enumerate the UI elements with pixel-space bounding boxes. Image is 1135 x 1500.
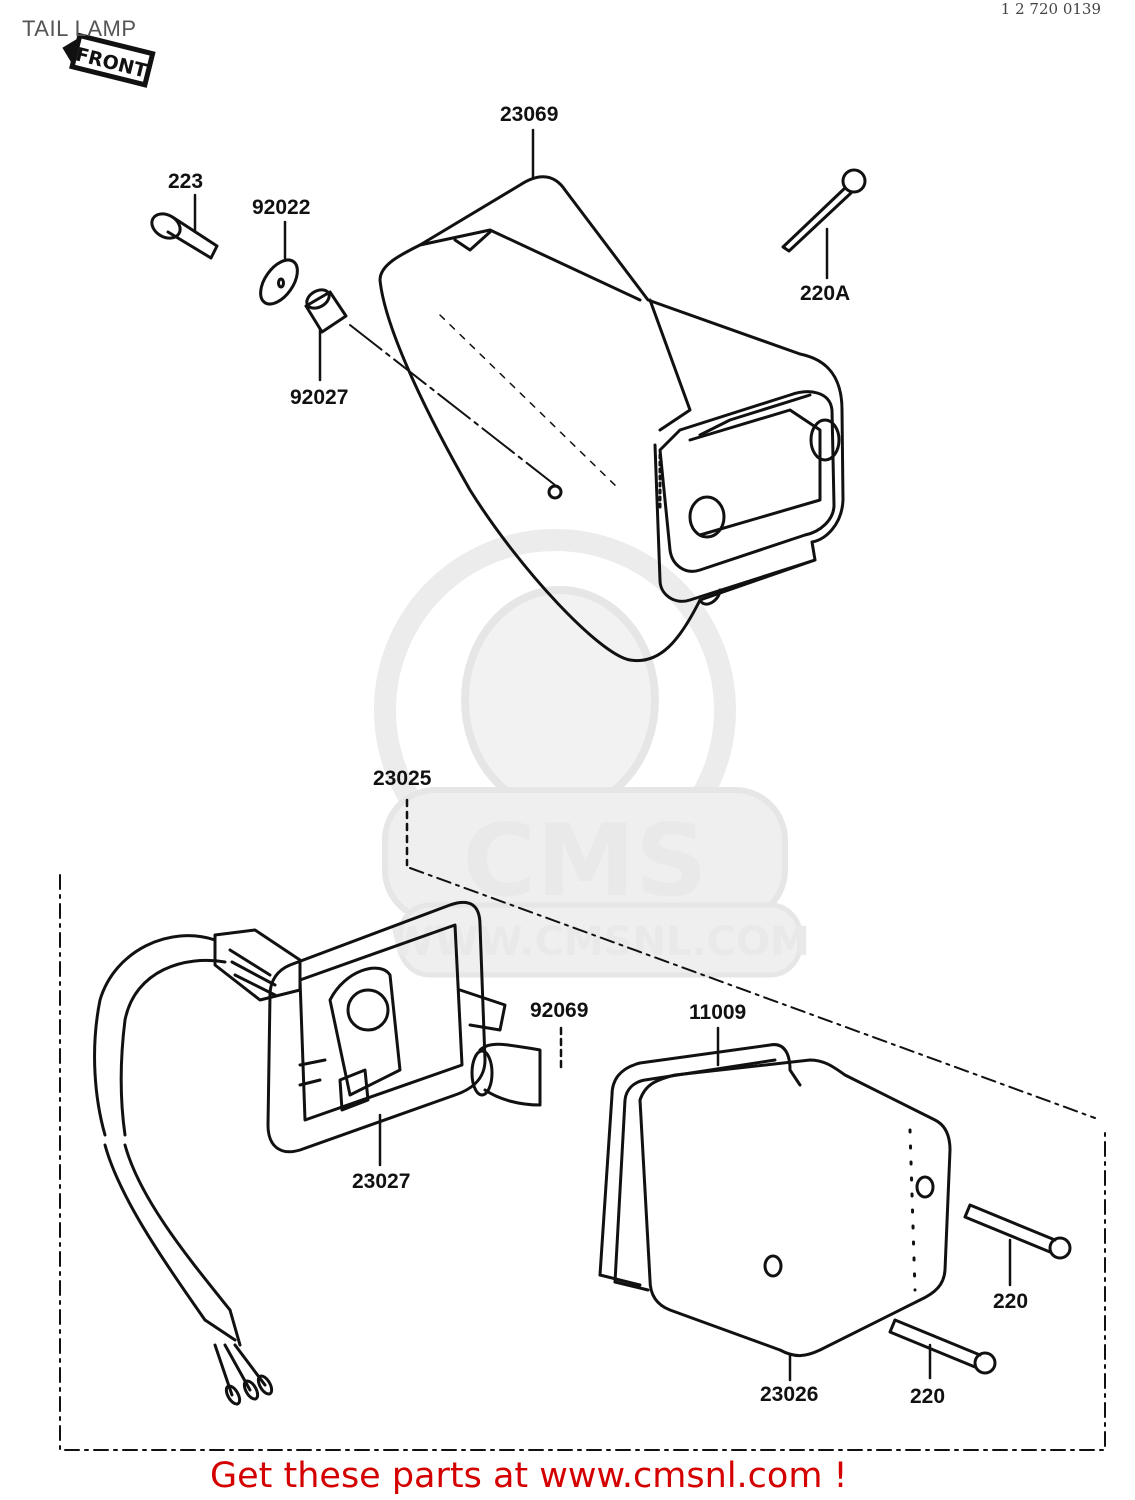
bolt-220a bbox=[781, 168, 867, 253]
part-label-23027[interactable]: 23027 bbox=[352, 1170, 411, 1193]
washer-92022 bbox=[259, 258, 299, 306]
part-label-23026[interactable]: 23026 bbox=[760, 1383, 819, 1406]
part-label-92022[interactable]: 92022 bbox=[252, 196, 311, 219]
reference-code: 1 2 720 0139 bbox=[1000, 0, 1101, 18]
part-label-11009[interactable]: 11009 bbox=[689, 1001, 747, 1024]
lamp-socket-23025 bbox=[93, 900, 542, 1406]
part-label-223[interactable]: 223 bbox=[168, 170, 204, 193]
leader-lines bbox=[193, 128, 1012, 1382]
front-badge: FRONT bbox=[62, 32, 156, 88]
screw-223 bbox=[150, 212, 219, 260]
part-label-23069[interactable]: 23069 bbox=[500, 103, 559, 126]
collar-92027 bbox=[304, 288, 348, 334]
part-label-220-lower[interactable]: 220 bbox=[910, 1385, 946, 1408]
tail-lamp-housing-23069 bbox=[349, 175, 845, 663]
watermark-logo: CMS bbox=[463, 802, 708, 919]
part-label-92069[interactable]: 92069 bbox=[530, 999, 589, 1022]
part-label-23025[interactable]: 23025 bbox=[373, 767, 432, 790]
page-title: TAIL LAMP bbox=[22, 16, 137, 41]
part-label-92027[interactable]: 92027 bbox=[290, 386, 349, 409]
footer-promo-link[interactable]: Get these parts at www.cmsnl.com ! bbox=[210, 1456, 848, 1496]
part-label-220a[interactable]: 220A bbox=[800, 282, 851, 305]
gasket-11009 bbox=[598, 1043, 802, 1292]
screw-220-lower bbox=[888, 1318, 997, 1375]
lens-23026 bbox=[638, 1058, 952, 1358]
group-frame bbox=[59, 867, 1106, 1451]
screw-220-upper bbox=[963, 1203, 1072, 1260]
watermark-url: WWW.CMSNL.COM bbox=[390, 919, 810, 965]
cms-watermark: CMS WWW.CMSNL.COM bbox=[374, 529, 810, 978]
part-label-220-upper[interactable]: 220 bbox=[993, 1290, 1029, 1313]
